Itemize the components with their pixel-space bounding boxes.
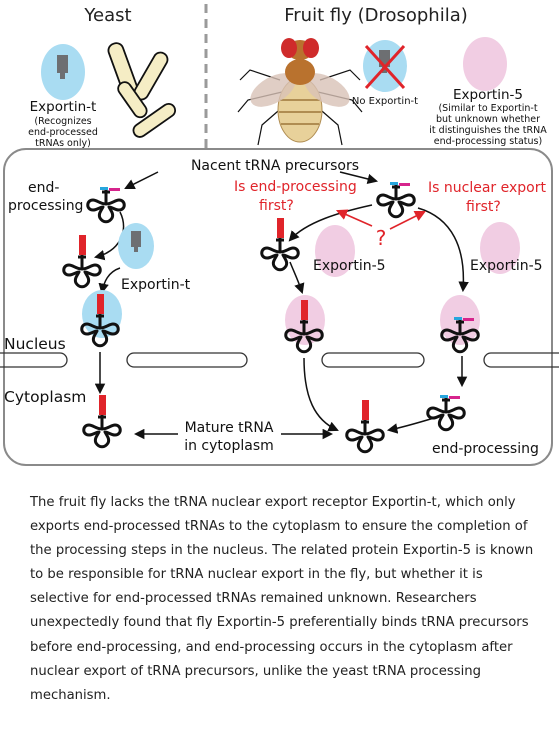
mature-trna-label-1: Mature tRNA	[185, 420, 274, 436]
yeast-title: Yeast	[83, 5, 131, 26]
fly-trna-cytoplasmic-precursor	[426, 395, 466, 432]
mature-trna-label-2: in cytoplasm	[184, 438, 274, 454]
arrow-exportin-t-binding	[98, 267, 121, 295]
yeast-end-processing-label-2: processing	[8, 198, 83, 214]
nucleus-label: Nucleus	[4, 335, 66, 353]
red-arrow-left	[335, 209, 373, 227]
exportin-5-label: Exportin-5	[453, 87, 523, 103]
arrow-to-nuclear-export-first	[417, 207, 469, 293]
question-mark: ?	[376, 226, 387, 250]
arrow-cytoplasmic-end-processing	[386, 417, 435, 434]
fly-mature-trna	[345, 400, 385, 454]
fly-exportin-5-left-free	[315, 225, 355, 277]
fly-title: Fruit fly (Drosophila)	[284, 5, 468, 26]
yeast-cells-illustration	[107, 42, 177, 138]
cytoplasm-label: Cytoplasm	[4, 388, 86, 406]
nascent-precursors-label: Nacent tRNA precursors	[191, 158, 359, 174]
arrow-nascent-to-yeast	[124, 171, 159, 189]
fly-end-processing-label: end-processing	[432, 441, 539, 457]
exportin-5-note-3: it distinguishes the tRNA	[429, 125, 547, 136]
yeast-trna-precursor	[86, 187, 126, 224]
exportin-t-label: Exportin-t	[30, 99, 97, 115]
question-end-processing-first-2: first?	[259, 198, 294, 214]
fly-trna-processed-left	[260, 218, 300, 272]
question-nuclear-export-first-2: first?	[466, 199, 501, 215]
caption-text: The fruit fly lacks the tRNA nuclear exp…	[30, 495, 534, 703]
exportin-5-note-1: (Similar to Exportin-t	[438, 103, 537, 114]
no-exportin-t-label: No Exportin-t	[352, 96, 418, 107]
fly-exportin-5-right-label: Exportin-5	[470, 258, 543, 274]
arrow-to-end-processing-first	[288, 204, 373, 242]
exportin-5-note-2: but unknown whether	[436, 114, 540, 125]
exportin-t-note-2: end-processed	[28, 127, 98, 138]
question-nuclear-export-first-1: Is nuclear export	[428, 180, 546, 196]
exportin-t-note-3: tRNAs only)	[35, 138, 91, 149]
fly-trna-precursor	[376, 182, 416, 219]
arrow-left-binding	[289, 261, 305, 294]
cross-mark-icon	[364, 44, 406, 90]
arrow-left-export	[303, 357, 339, 432]
arrow-nascent-to-fly	[339, 171, 379, 185]
nuclear-envelope	[0, 352, 559, 368]
question-end-processing-first-1: Is end-processing	[234, 179, 357, 195]
yeast-end-processing-label-1: end-	[28, 180, 59, 196]
yeast-mature-trna	[82, 395, 122, 449]
yeast-trna-processed	[62, 235, 102, 289]
exportin-5-note-4: end-processing status)	[434, 136, 542, 147]
trna-export-diagram: Yeast Fruit fly (Drosophila) Exportin-t …	[0, 4, 559, 466]
fly-exportin-5-left-label: Exportin-5	[313, 258, 386, 274]
exportin-5-protein	[463, 37, 507, 91]
fly-exportin-5-right-free	[480, 222, 520, 274]
exportin-t-pocket	[57, 55, 68, 73]
exportin-t-note-1: (Recognizes	[34, 116, 91, 127]
fruit-fly-illustration	[237, 38, 363, 146]
red-arrow-right	[389, 210, 427, 230]
cell-boundary	[3, 148, 553, 466]
yeast-exportin-t-arrow-label: Exportin-t	[121, 277, 191, 293]
